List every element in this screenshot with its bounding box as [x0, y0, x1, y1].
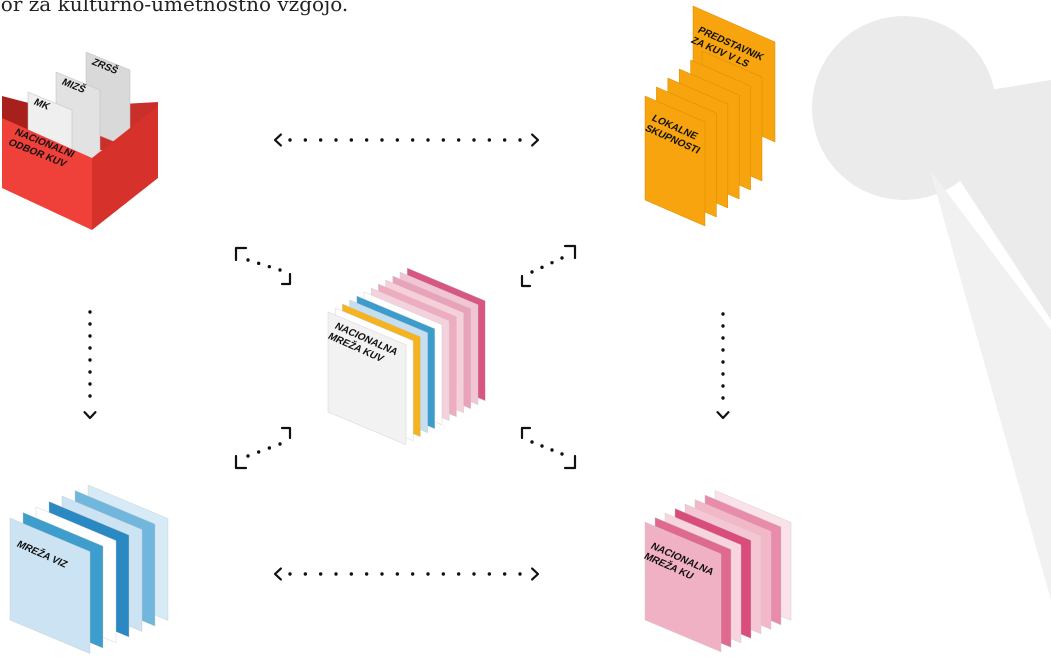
arrow-left-dot: [88, 370, 92, 374]
diag-tr-2-corner: [520, 274, 532, 288]
arrow-top-dot: [472, 138, 476, 142]
header-text: bor za kulturno-umetnostno vzgojo.: [0, 0, 349, 16]
arrow-right-dot: [721, 396, 725, 400]
arrow-bottom-head: [531, 567, 540, 581]
arrow-top-dot: [349, 138, 354, 142]
connector-arrows: [83, 133, 730, 581]
arrow-bottom-head: [273, 567, 282, 581]
arrow-left-dot: [88, 394, 92, 398]
diag-bl-dot: [256, 450, 261, 454]
node-nacionalna-mreza-ku: NACIONALNA MREŽA KU: [641, 490, 792, 653]
arrow-bottom-dot: [487, 572, 492, 576]
arrow-left-dot: [88, 310, 92, 314]
diag-br-2-corner: [563, 454, 577, 470]
arrow-bottom-dot: [349, 572, 354, 576]
diag-tl-2-corner: [280, 272, 292, 286]
diag-bl-dot: [246, 454, 250, 458]
arrow-left-head: [83, 411, 97, 420]
arrow-right-dot: [721, 312, 725, 316]
diag-tr-1-corner: [563, 244, 577, 260]
diag-tr-dot: [540, 265, 544, 270]
diag-bl-dot: [267, 446, 272, 450]
diag-tr-dot: [530, 270, 534, 274]
arrow-bottom-dot: [410, 572, 415, 576]
diag-br-dot: [530, 440, 534, 444]
diag-tr-dot: [550, 260, 554, 265]
diag-br-dot: [560, 452, 564, 456]
diag-bl-dot: [278, 442, 282, 446]
decorative-background-shape: [812, 16, 1051, 600]
arrow-bottom-dot: [441, 572, 446, 576]
arrow-bottom-dot: [502, 572, 507, 576]
diag-br-1-corner: [520, 426, 532, 440]
arrow-bottom-dot: [426, 572, 430, 576]
arrow-right-dot: [721, 324, 725, 328]
diag-bl-2-corner: [280, 426, 292, 440]
diag-tr-dot: [560, 256, 564, 260]
box-front-face: [2, 118, 92, 230]
arrow-bottom-dot: [364, 572, 369, 576]
arrow-bottom-dot: [380, 572, 384, 576]
arrow-right-dot: [721, 336, 725, 340]
arrow-top-head: [273, 133, 282, 147]
arrow-right-dot: [721, 360, 725, 364]
node-lokalne-skupnosti: PREDSTAVNIK ZA KUV V LS LOKALNE SKUPNOST…: [642, 5, 776, 227]
arrow-right-dot: [721, 348, 725, 352]
box-side-face: [92, 106, 158, 230]
arrow-top-dot: [364, 138, 369, 142]
arrow-top-dot: [334, 138, 338, 142]
diag-br-dot: [540, 444, 544, 448]
arrow-bottom-dot: [472, 572, 476, 576]
arrow-bottom-dot: [456, 572, 461, 576]
arrow-bottom-dot: [334, 572, 338, 576]
diag-tl-dot: [278, 268, 282, 272]
diag-br-dot: [550, 448, 554, 452]
arrow-top-dot: [441, 138, 446, 142]
diag-tl-dot: [246, 258, 250, 262]
node-mreza-viz: MREŽA VIZ: [9, 484, 169, 654]
ls-panel-1: [644, 95, 706, 227]
arrow-top-dot: [456, 138, 461, 142]
arrow-bottom-dot: [288, 572, 292, 576]
arrow-bottom-dot: [318, 572, 323, 576]
arrow-top-dot: [502, 138, 507, 142]
arrow-left-dot: [88, 334, 92, 338]
center-panel-1: [327, 311, 407, 446]
viz-panel-1: [9, 517, 91, 654]
ku-panel-1: [644, 521, 722, 653]
arrow-left-dot: [88, 322, 92, 326]
arrow-top-dot: [288, 138, 292, 142]
diag-tl-dot: [267, 264, 272, 269]
arrow-left-dot: [88, 382, 92, 386]
arrow-top-dot: [410, 138, 415, 142]
diag-tl-1-corner: [234, 246, 248, 262]
diag-bl-1-corner: [234, 454, 248, 470]
arrow-top-head: [531, 133, 540, 147]
arrow-bottom-dot: [518, 572, 522, 576]
diag-tl-dot: [256, 261, 261, 266]
arrow-right-head: [716, 411, 730, 420]
arrow-top-dot: [380, 138, 384, 142]
arrow-top-dot: [318, 138, 323, 142]
arrow-top-dot: [426, 138, 430, 142]
arrow-bottom-dot: [395, 572, 400, 576]
arrow-top-dot: [487, 138, 492, 142]
arrow-top-dot: [303, 138, 308, 142]
arrow-left-dot: [88, 346, 92, 350]
arrow-bottom-dot: [303, 572, 308, 576]
arrow-right-dot: [721, 384, 725, 388]
arrow-top-dot: [395, 138, 400, 142]
arrow-right-dot: [721, 372, 725, 376]
arrow-left-dot: [88, 358, 92, 362]
node-nacionalna-mreza-kuv: NACIONALNA MREŽA KUV: [325, 267, 486, 446]
arrow-top-dot: [518, 138, 522, 142]
